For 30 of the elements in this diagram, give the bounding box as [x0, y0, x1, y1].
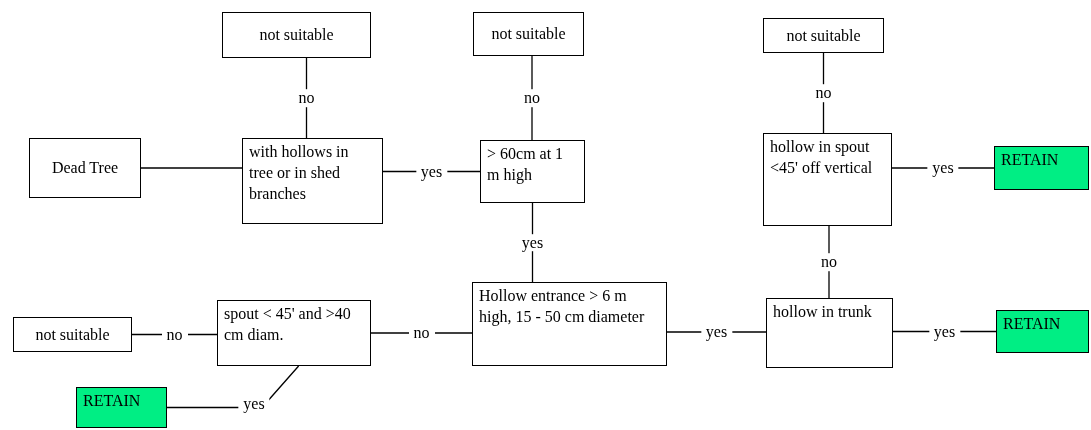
box-text: not suitable — [35, 324, 110, 345]
retain-box — [996, 310, 1089, 353]
box-text: > 60cm at 1 m high — [487, 144, 565, 186]
outcome-box — [13, 317, 132, 352]
box-text: RETAIN — [83, 391, 141, 411]
box-text: not suitable — [259, 25, 334, 46]
retain-box — [76, 387, 167, 428]
outcome-box — [763, 18, 884, 53]
box-text: spout < 45' and >40 cm diam. — [224, 304, 352, 346]
retain-box — [994, 146, 1089, 190]
outcome-box — [222, 12, 371, 58]
box-text: hollow in spout <45' off vertical — [770, 137, 874, 179]
decision-box — [472, 282, 667, 366]
box-text: RETAIN — [1001, 150, 1059, 170]
box-text: Dead Tree — [51, 158, 119, 179]
decision-box — [242, 138, 383, 224]
decision-box — [480, 140, 585, 203]
decision-box — [766, 298, 893, 368]
edge-label: yes — [238, 394, 270, 413]
box-text: not suitable — [786, 25, 861, 46]
outcome-box — [473, 12, 584, 56]
box-text: RETAIN — [1003, 314, 1061, 334]
start-box — [29, 138, 141, 198]
box-text: with hollows in tree or in shed branches — [249, 142, 350, 205]
box-text: not suitable — [491, 24, 566, 45]
box-text: hollow in trunk — [773, 302, 872, 322]
box-text: Hollow entrance > 6 m high, 15 - 50 cm diameter — [479, 286, 646, 328]
connector-line — [140, 167, 243, 169]
decision-box — [763, 133, 892, 226]
decision-box — [217, 300, 371, 366]
